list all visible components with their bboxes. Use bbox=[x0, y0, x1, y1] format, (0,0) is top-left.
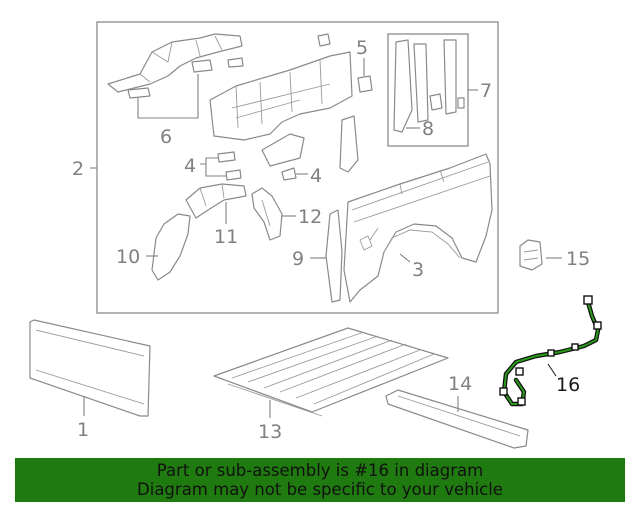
callout-14: 14 bbox=[448, 373, 472, 395]
callout-15: 15 bbox=[566, 248, 590, 270]
callout-5: 5 bbox=[356, 37, 368, 59]
part-9 bbox=[325, 209, 343, 303]
part-6 bbox=[107, 33, 244, 99]
part-4-upper bbox=[217, 151, 242, 181]
part-3 bbox=[343, 153, 493, 303]
callout-9: 9 bbox=[292, 248, 304, 270]
callout-4a: 4 bbox=[184, 155, 196, 177]
callout-11: 11 bbox=[214, 226, 238, 248]
inner-panel bbox=[209, 51, 353, 141]
callout-7: 7 bbox=[480, 80, 492, 102]
callout-8: 8 bbox=[422, 118, 434, 140]
leader-3 bbox=[399, 253, 411, 263]
part-10 bbox=[151, 213, 191, 281]
part-15 bbox=[519, 239, 543, 271]
callout-16: 16 bbox=[556, 374, 580, 396]
part-8 bbox=[393, 39, 465, 133]
part-16-wiring-harness bbox=[499, 295, 602, 407]
part-1 bbox=[29, 319, 151, 417]
callout-1: 1 bbox=[77, 419, 89, 441]
parts-diagram: 6 5 8 7 4 4 11 bbox=[29, 21, 602, 449]
banner-line-2: Diagram may not be specific to your vehi… bbox=[137, 480, 503, 499]
part-12 bbox=[251, 187, 283, 241]
leader-6 bbox=[137, 74, 199, 119]
part-14 bbox=[385, 389, 529, 449]
callout-2: 2 bbox=[72, 158, 84, 180]
part-13 bbox=[213, 327, 449, 417]
part-5 bbox=[317, 33, 373, 93]
part-4-lower bbox=[281, 167, 297, 181]
callout-13: 13 bbox=[258, 421, 282, 443]
callout-12: 12 bbox=[298, 206, 322, 228]
callout-4b: 4 bbox=[310, 165, 322, 187]
leader-16 bbox=[547, 363, 557, 377]
callout-10: 10 bbox=[116, 246, 140, 268]
callout-6: 6 bbox=[160, 126, 172, 148]
center-bracket bbox=[261, 115, 359, 173]
leader-4a bbox=[200, 157, 226, 177]
banner-line-1: Part or sub-assembly is #16 in diagram bbox=[156, 461, 484, 480]
info-banner: Part or sub-assembly is #16 in diagram D… bbox=[15, 458, 625, 502]
callout-3: 3 bbox=[412, 259, 424, 281]
part-11 bbox=[185, 183, 247, 219]
